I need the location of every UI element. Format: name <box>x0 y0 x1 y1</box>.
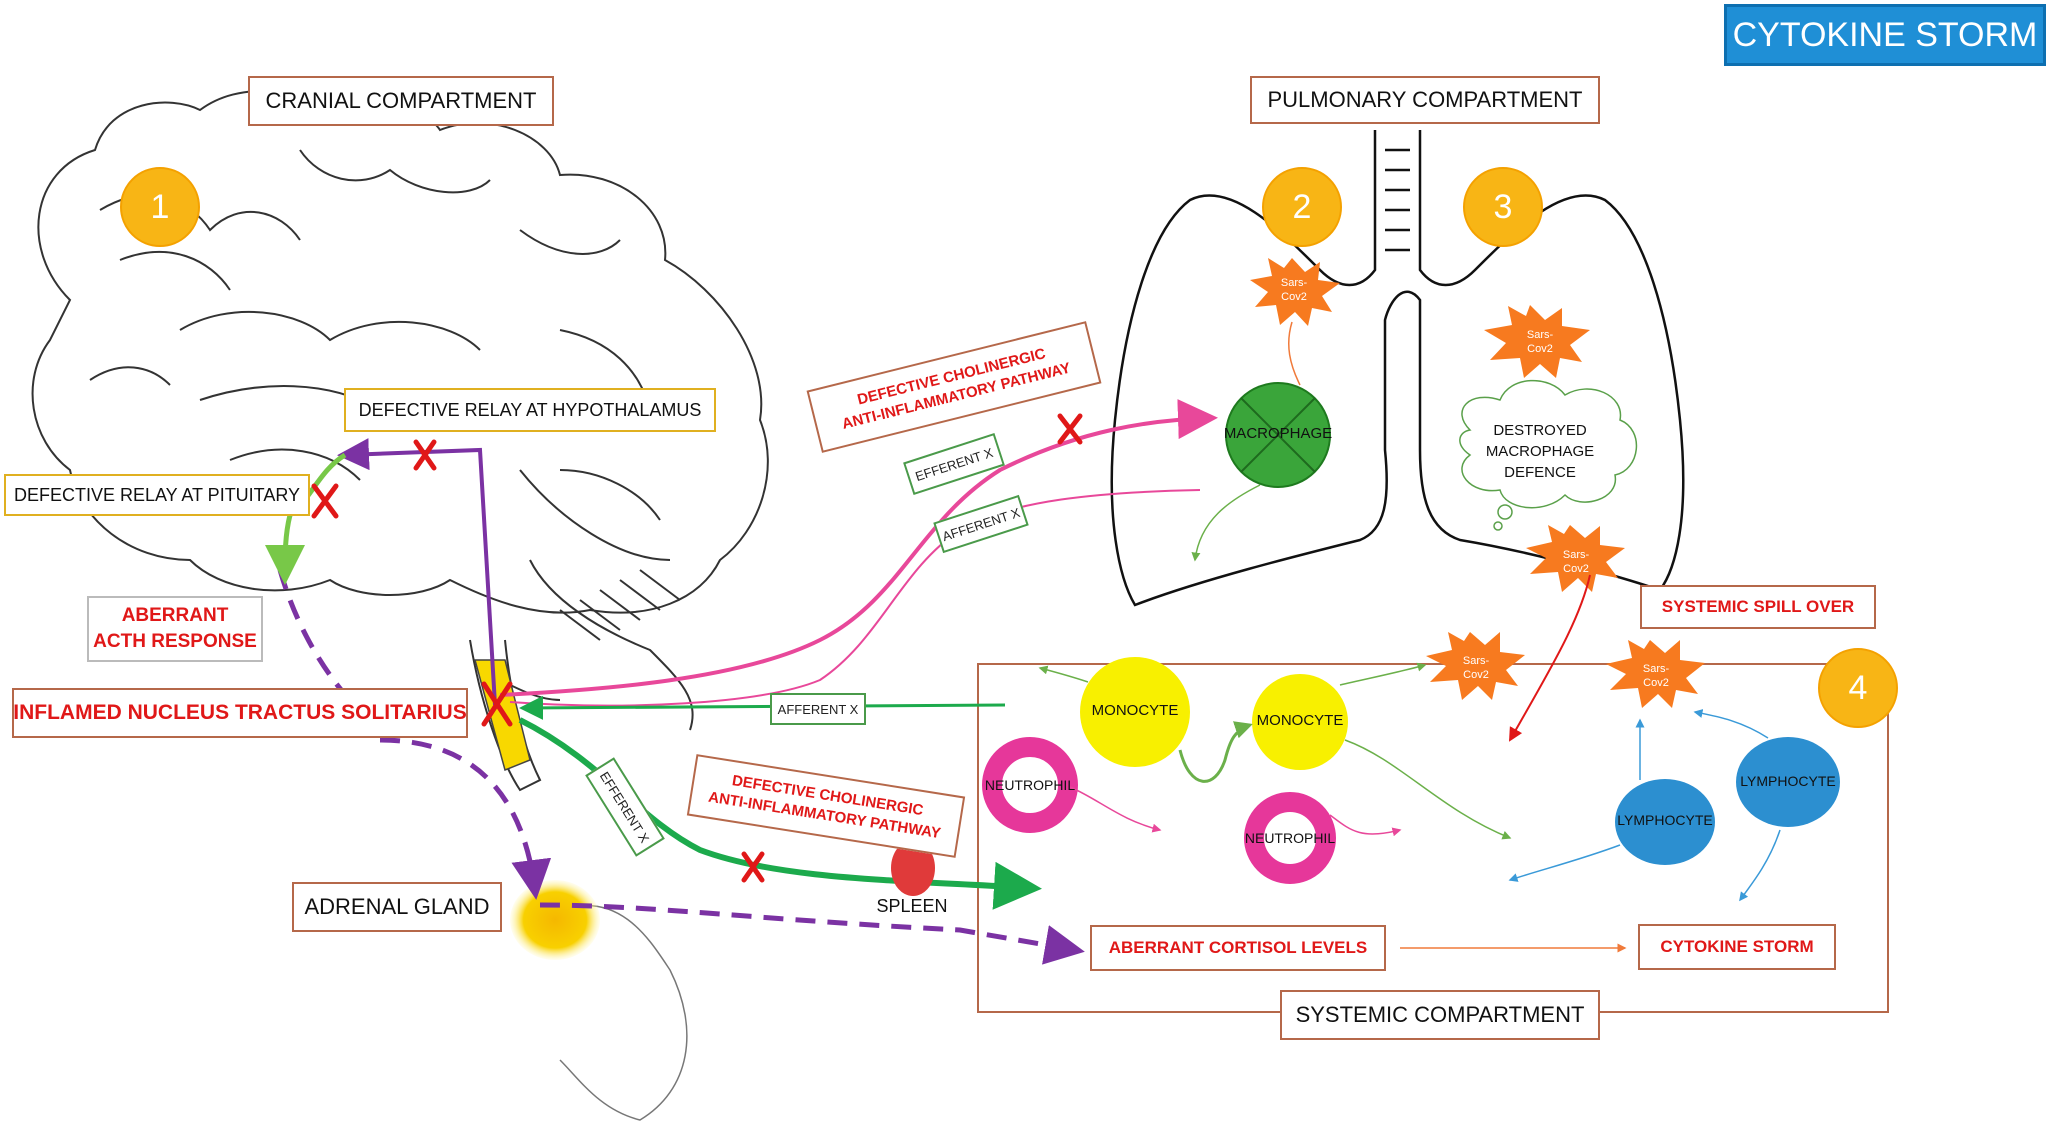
marker-1: 1 <box>120 167 200 247</box>
monocyte2-to-virus-arrow <box>1339 662 1427 686</box>
monocyte-cell-1 <box>1080 657 1190 767</box>
macrophage-output-arrow <box>1191 484 1261 562</box>
virus-text-c2: Cov2 <box>1563 563 1589 576</box>
nts-label: INFLAMED NUCLEUS TRACTUS SOLITARIUS <box>12 688 468 738</box>
adrenal-gland <box>510 880 600 960</box>
spleen-shape <box>891 840 935 896</box>
acth-dashed-line <box>277 569 392 740</box>
virus-lung-lower <box>1526 525 1625 592</box>
x-efferent-spleen <box>741 851 765 883</box>
virus-systemic-left-label: Sars- Cov2 <box>1446 654 1506 683</box>
virus-systemic-right-label: Sars- Cov2 <box>1626 662 1686 691</box>
x-pituitary <box>311 483 339 519</box>
virus-lung-right-label: Sars- Cov2 <box>1510 328 1570 357</box>
virus-lung-left <box>1250 258 1340 326</box>
neutrophil2-arrow <box>1329 814 1402 837</box>
x-efferent-lungs <box>1057 413 1083 445</box>
virus-text-a1: Sars- <box>1280 277 1308 289</box>
lymphocyte-cell-2 <box>1736 737 1840 827</box>
virus-text-d2: Cov2 <box>1463 669 1489 682</box>
neutrophil-label-2: NEUTROPHIL <box>1244 830 1336 846</box>
virus-lung-left-label: Sars- Cov2 <box>1268 276 1320 305</box>
spleen-label: SPLEEN <box>876 896 948 916</box>
macrophage-label: MACROPHAGE <box>1223 425 1333 442</box>
virus-text-e2: Cov2 <box>1643 677 1669 690</box>
afferent-from-systemic-arrow <box>519 695 1006 720</box>
virus-text-c1: Sars- <box>1562 549 1590 561</box>
adrenal-gland-label: ADRENAL GLAND <box>292 882 502 932</box>
storm-text: CYTOKINE STORM <box>1660 936 1814 956</box>
monocyte-label-1: MONOCYTE <box>1091 702 1179 719</box>
afferent-from-lungs-line <box>509 489 1201 707</box>
cloud-puff-large <box>1497 504 1513 520</box>
systemic-spill-label: SYSTEMIC SPILL OVER <box>1640 585 1876 629</box>
monocyte1-to-monocyte2-arrow <box>1178 721 1253 783</box>
hypothalamus-label: DEFECTIVE RELAY AT HYPOTHALAMUS <box>344 388 716 432</box>
lymphocyte-label-1: LYMPHOCYTE <box>1617 812 1713 828</box>
neutrophil1-arrow <box>1069 786 1162 833</box>
virus-lung-right <box>1484 305 1590 378</box>
virus-lung-lower-label: Sars- Cov2 <box>1546 548 1606 577</box>
macrophage-cross <box>1240 397 1316 473</box>
cortisol-text: ABERRANT CORTISOL LEVELS <box>1108 937 1368 957</box>
monocyte1-arrow-up <box>1038 665 1089 683</box>
neutrophil-cell-2 <box>1244 792 1336 884</box>
efferent-to-lungs-arrow <box>499 399 1218 697</box>
marker-3: 3 <box>1463 167 1543 247</box>
nts-text: INFLAMED NUCLEUS TRACTUS SOLITARIUS <box>13 700 467 724</box>
x-hypothalamus <box>413 439 437 471</box>
lymph1-down-arrow <box>1508 844 1621 882</box>
nts-to-adrenal-dashed-arrow <box>379 737 552 900</box>
lymph2-down-arrow <box>1739 829 1781 902</box>
virus-systemic-left <box>1426 632 1525 700</box>
monocyte2-to-lymph-arrow <box>1344 739 1512 840</box>
neutrophil-label-1: NEUTROPHIL <box>984 777 1076 793</box>
systemic-compartment-label: SYSTEMIC COMPARTMENT <box>1280 990 1600 1040</box>
sympathetic-trunk-line <box>559 904 688 1121</box>
pulmonary-compartment-label: PULMONARY COMPARTMENT <box>1250 76 1600 124</box>
marker-4: 4 <box>1818 648 1898 728</box>
cytokine-storm-label: CYTOKINE STORM <box>1638 924 1836 970</box>
afferent-systemic-label: AFFERENT X <box>770 693 866 725</box>
neutrophil-cell-1 <box>982 737 1078 833</box>
destroyed-line-1: DESTROYED <box>1493 422 1587 439</box>
cloud-puff-small <box>1493 521 1503 531</box>
virus-systemic-right <box>1606 640 1705 708</box>
adrenal-to-cortisol-dashed-arrow <box>539 902 1085 965</box>
virus-text-e1: Sars- <box>1642 663 1670 675</box>
acth-line-1: ABERRANT <box>121 605 229 627</box>
lymph2-to-virus-arrow <box>1693 709 1769 739</box>
cortisol-levels-label: ABERRANT CORTISOL LEVELS <box>1090 925 1386 971</box>
spill-over-arrow <box>1509 574 1591 742</box>
hpa-axis-arrow <box>337 438 497 706</box>
virus-text-b1: Sars- <box>1526 329 1554 341</box>
destroyed-line-2: MACROPHAGE <box>1485 443 1595 460</box>
lymphocyte-label-2: LYMPHOCYTE <box>1740 773 1836 789</box>
monocyte-label-2: MONOCYTE <box>1256 712 1344 729</box>
monocyte-cell-2 <box>1252 674 1348 770</box>
marker-2: 2 <box>1262 167 1342 247</box>
acth-response-label: ABERRANT ACTH RESPONSE <box>87 596 263 662</box>
virus-to-macrophage-line <box>1287 321 1301 386</box>
lymphocyte-cell-1 <box>1615 779 1715 865</box>
spill-text: SYSTEMIC SPILL OVER <box>1661 596 1855 616</box>
virus-text-a2: Cov2 <box>1281 291 1307 304</box>
pituitary-label: DEFECTIVE RELAY AT PITUITARY <box>4 474 310 516</box>
destroyed-defence-label: DESTROYED MACROPHAGE DEFENCE <box>1470 420 1610 483</box>
destroyed-defence-cloud <box>1459 379 1637 509</box>
cranial-compartment-label: CRANIAL COMPARTMENT <box>248 76 554 126</box>
virus-text-d1: Sars- <box>1462 655 1490 667</box>
blocked-x-marks <box>311 413 1083 883</box>
destroyed-line-3: DEFENCE <box>1504 464 1576 481</box>
cytokine-storm-title: CYTOKINE STORM <box>1724 4 2046 66</box>
x-nts <box>481 681 513 727</box>
acth-line-2: ACTH RESPONSE <box>93 631 257 652</box>
virus-text-b2: Cov2 <box>1527 343 1553 356</box>
